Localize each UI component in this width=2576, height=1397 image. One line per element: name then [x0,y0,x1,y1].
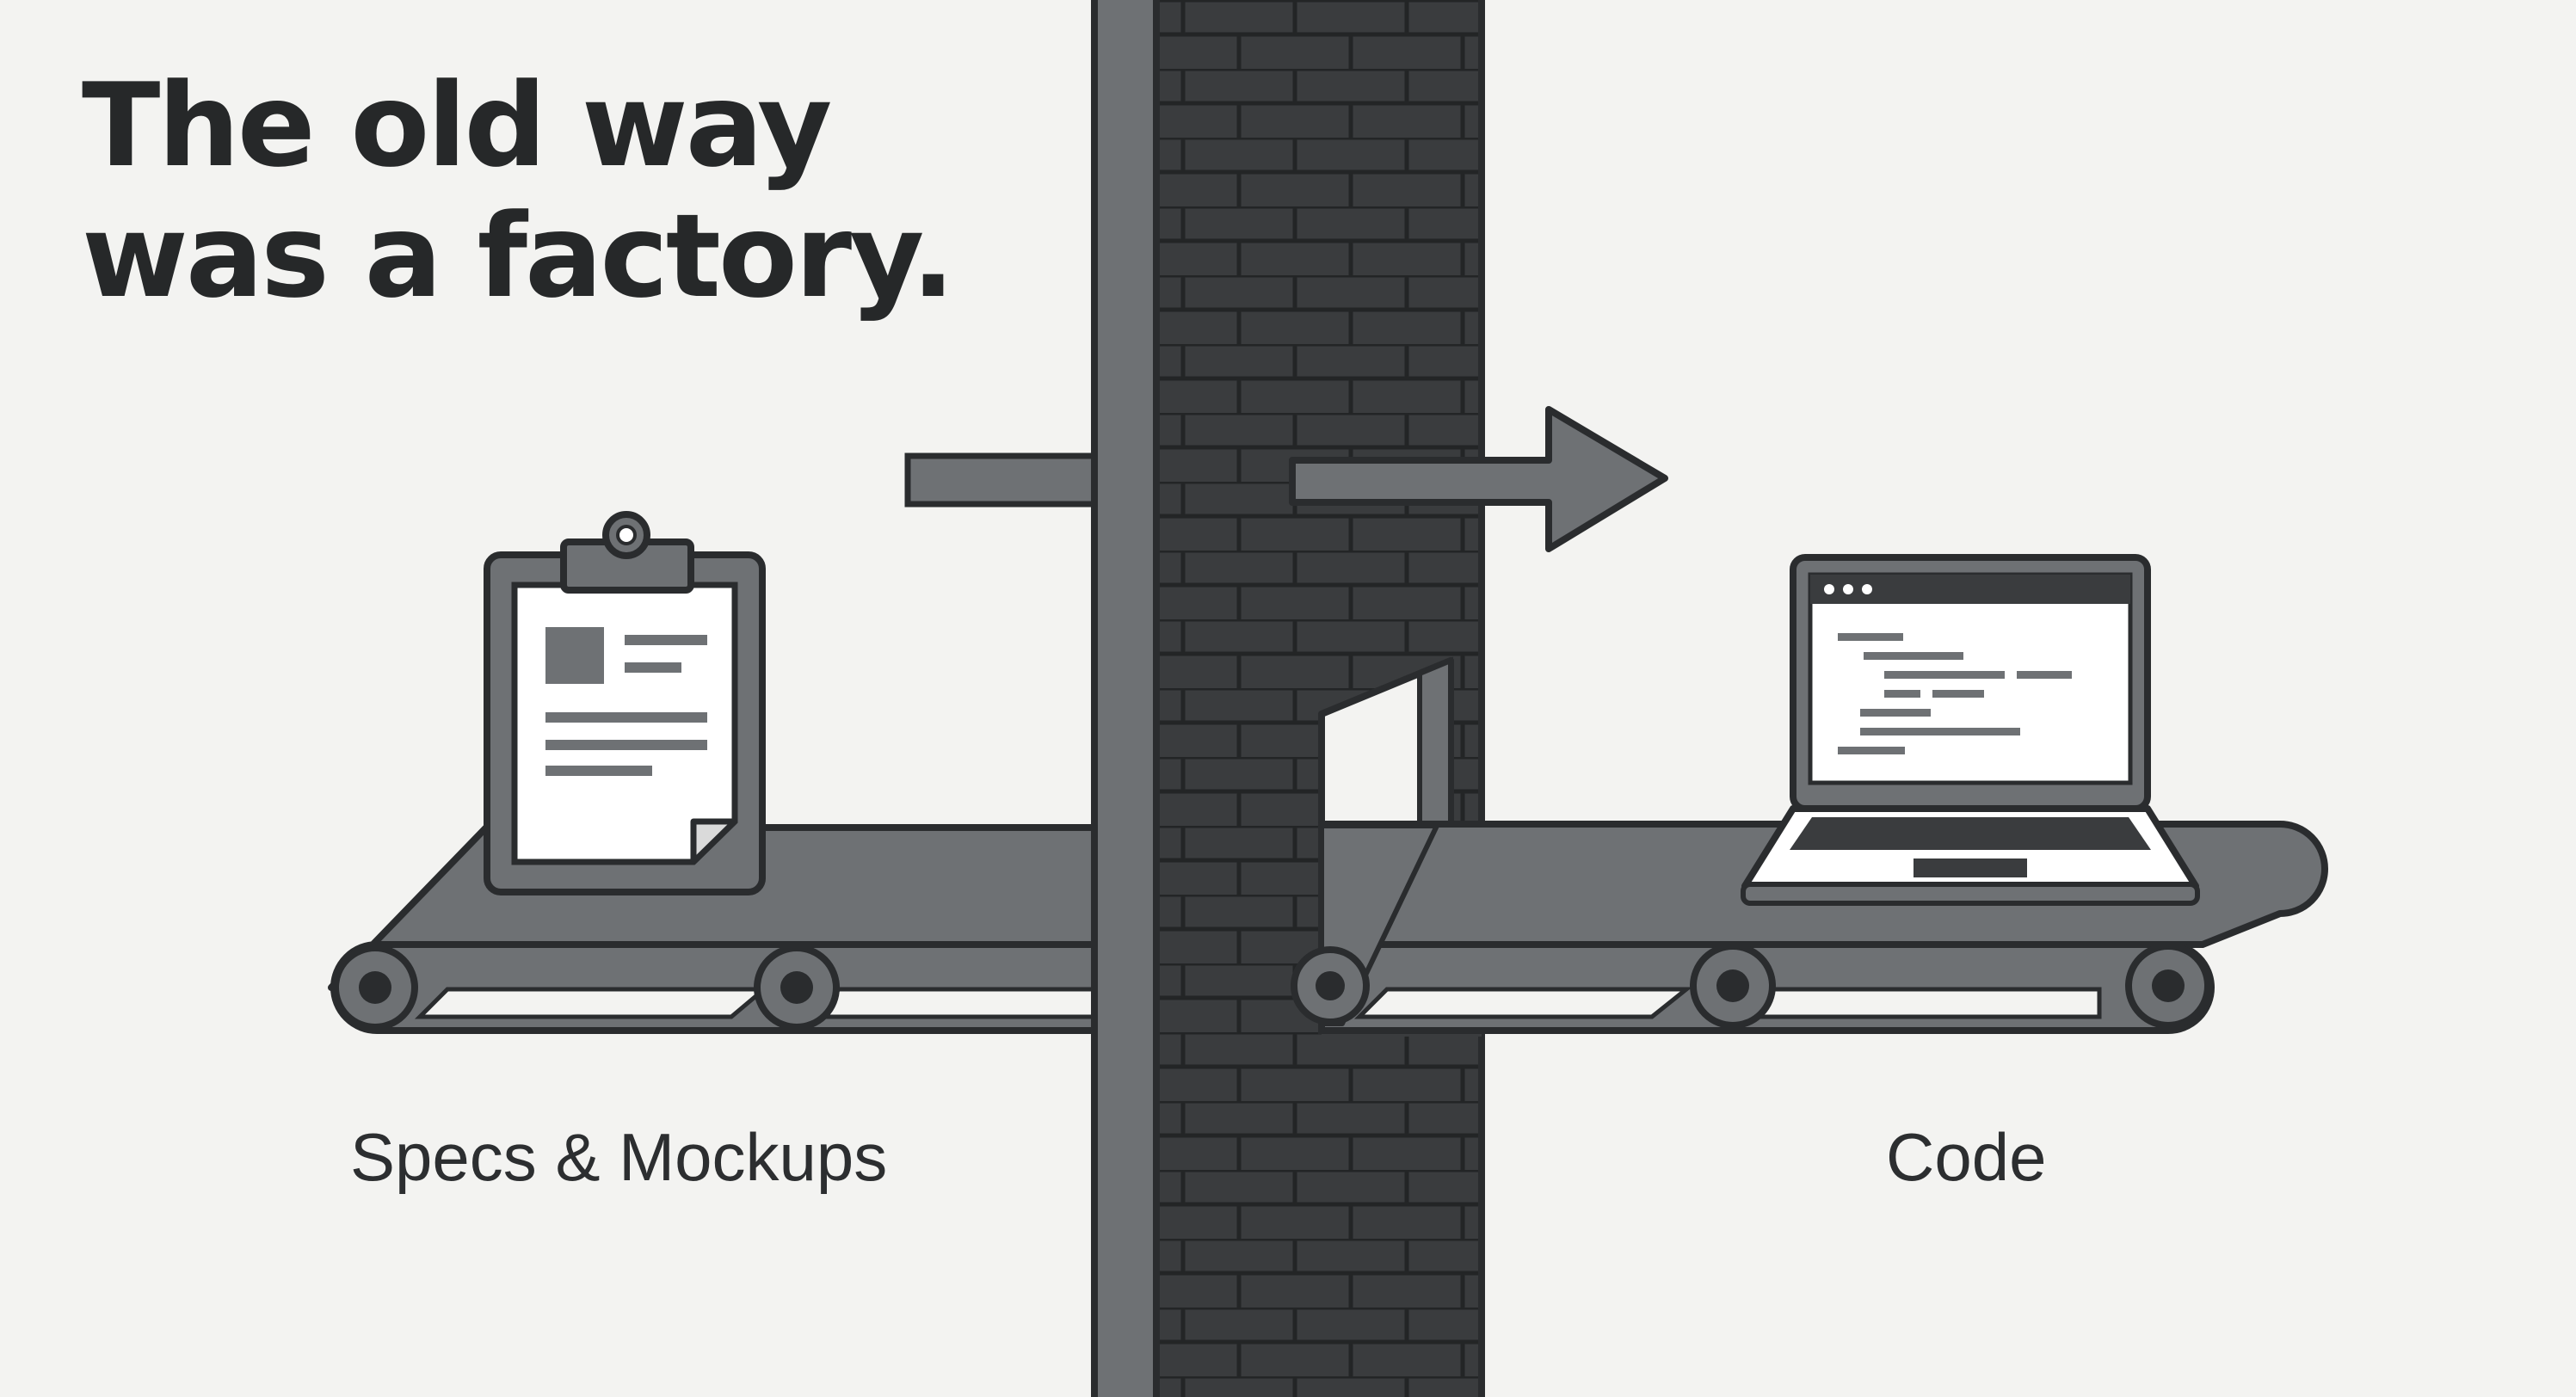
left-roller-2 [754,945,840,1031]
laptop-code-icon [1741,554,2200,906]
right-roller-3 [2125,943,2211,1029]
title-line-1: The old way [82,58,832,193]
input-chute [904,452,1109,508]
right-roller-2 [1690,943,1776,1029]
left-roller-1 [332,945,418,1031]
clipboard-document-icon [484,511,766,895]
title-line-2: was a factory. [82,189,955,323]
right-roller-1 [1291,946,1370,1025]
arrow-right-icon [1289,406,1668,552]
output-label: Code [1886,1119,2047,1195]
page-title: The old way was a factory. [82,58,955,323]
left-belt-opening [414,987,770,1019]
input-label: Specs & Mockups [350,1119,888,1195]
